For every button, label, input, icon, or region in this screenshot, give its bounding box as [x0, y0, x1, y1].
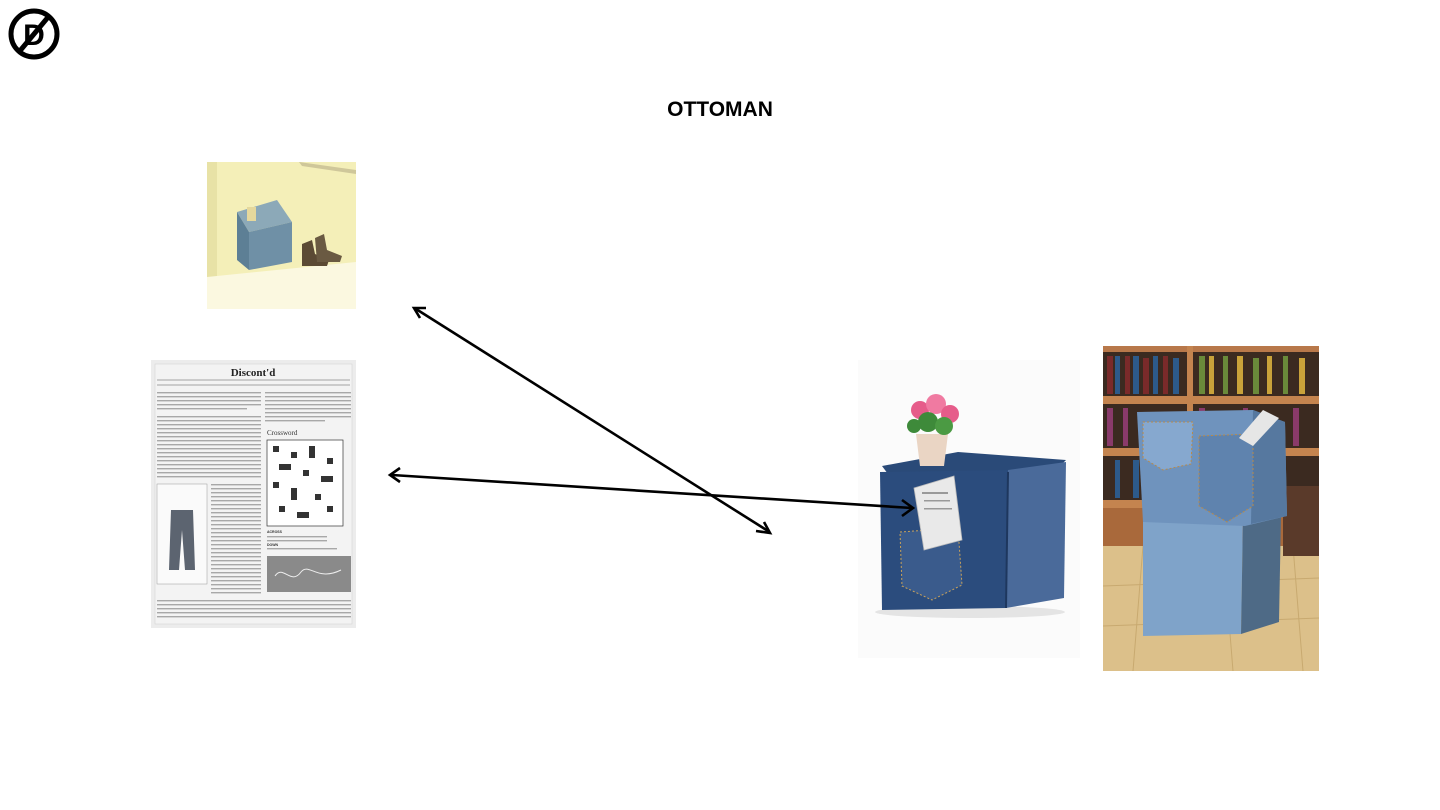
arrow-paper-to-cube: [391, 473, 913, 510]
arrowhead-paper-end: [387, 466, 401, 484]
newspaper-masthead: Discont'd: [231, 367, 276, 379]
arrow-sketch-to-cube: [415, 307, 769, 533]
newspaper-image: Discont'd Crossword ACROSS DOWN: [151, 360, 356, 628]
arrowhead-cube-end: [755, 521, 773, 535]
denim-cube-image: [858, 360, 1080, 658]
crossword-heading: Crossword: [267, 429, 298, 437]
across-label: ACROSS: [267, 530, 283, 534]
stacked-cubes-image: [1103, 346, 1319, 671]
sketch-image: [207, 162, 356, 309]
arrowhead-sketch-end: [411, 306, 426, 319]
no-derivatives-icon: D: [8, 8, 60, 60]
down-label: DOWN: [267, 543, 279, 547]
slide-title: OTTOMAN: [667, 98, 773, 121]
